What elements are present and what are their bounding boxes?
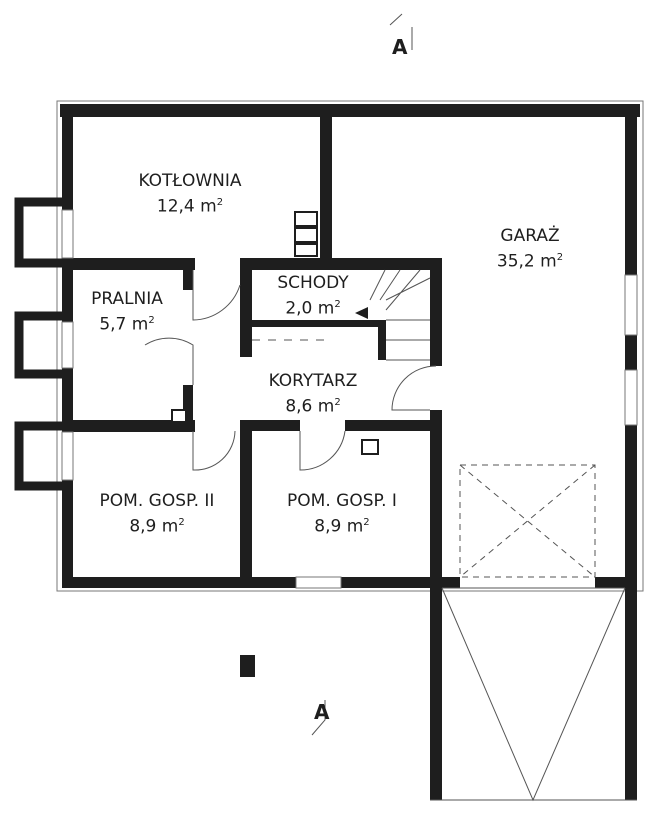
room-pom-gosp-ii: POM. GOSP. II 8,9 m2 [100,490,215,538]
room-area: 2,0 m [285,298,335,319]
room-name: POM. GOSP. II [99,491,215,511]
room-name: PRALNIA [91,289,163,309]
room-kotlownia: KOTŁOWNIA 12,4 m2 [138,170,241,218]
stair-arrow [355,307,368,319]
room-area: 8,9 m [129,516,179,537]
room-area: 35,2 m [496,251,557,272]
section-marker-bottom: A [314,700,330,724]
room-korytarz: KORYTARZ 8,6 m2 [269,370,358,418]
room-name: GARAŻ [500,226,560,246]
doors-and-stairs [144,13,637,802]
unit-exponent: 2 [148,315,155,326]
room-pralnia: PRALNIA 5,7 m2 [91,288,163,336]
room-garaz: GARAŻ 35,2 m2 [497,225,563,273]
windows [61,209,638,589]
room-name: KORYTARZ [268,371,358,391]
chimney [171,211,379,455]
room-schody: SCHODY 2,0 m2 [277,272,348,320]
unit-exponent: 2 [363,517,370,528]
outline [56,100,644,592]
room-area: 8,6 m [285,396,335,417]
room-name: POM. GOSP. I [287,491,397,511]
unit-exponent: 2 [334,397,341,408]
room-area: 12,4 m [156,196,217,217]
unit-exponent: 2 [178,517,185,528]
room-pom-gosp-i: POM. GOSP. I 8,9 m2 [287,490,397,538]
unit-exponent: 2 [556,252,564,263]
room-area: 5,7 m [99,314,149,335]
room-name: KOTŁOWNIA [138,171,242,191]
room-name: SCHODY [277,273,349,293]
section-marker-top: A [392,35,408,59]
unit-exponent: 2 [334,299,341,310]
column-marker [240,655,255,677]
bay-boxes [14,197,62,491]
room-area: 8,9 m [314,516,364,537]
unit-exponent: 2 [216,197,224,208]
